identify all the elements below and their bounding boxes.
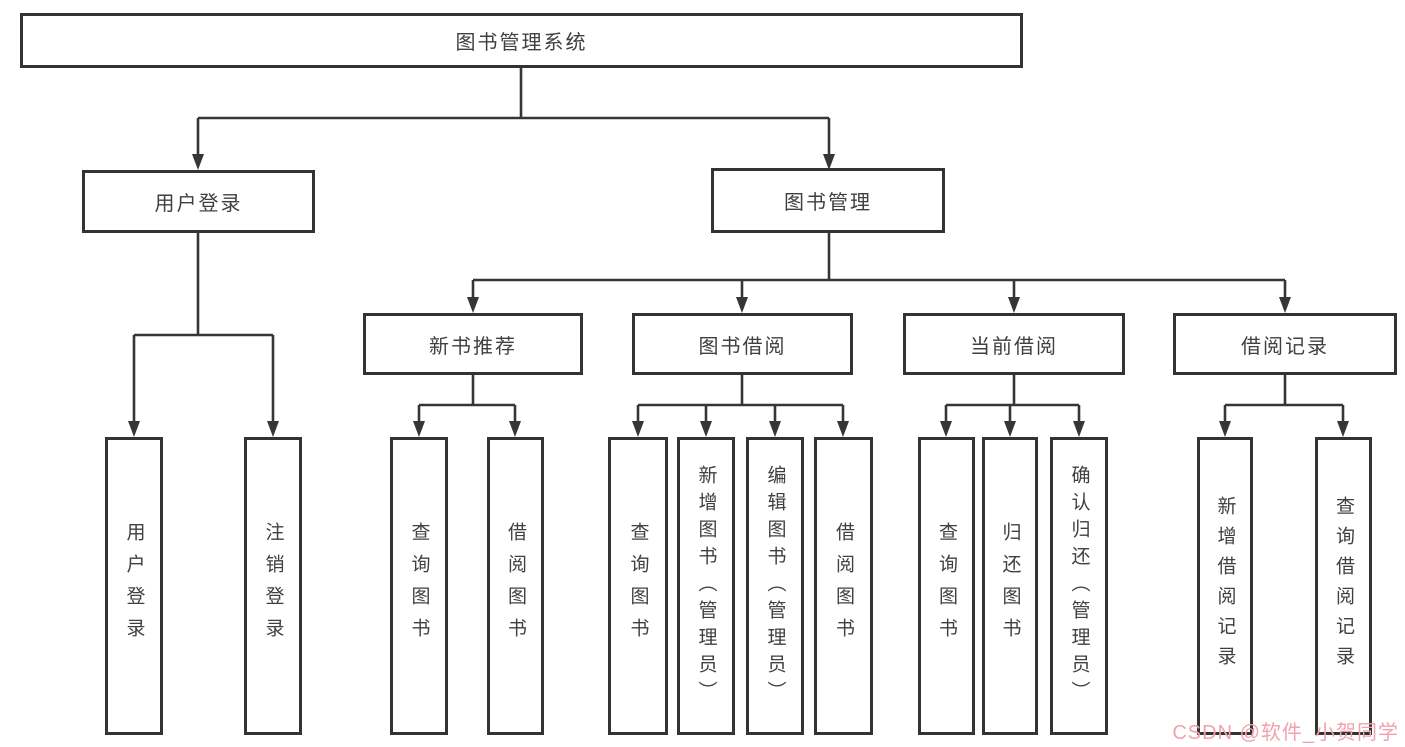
- node-label: 查询借阅记录: [1333, 496, 1354, 676]
- node-book-management-system: 图书管理系统: [20, 13, 1023, 68]
- leaf-user-login: 用户登录: [105, 437, 163, 735]
- node-book-management: 图书管理: [711, 168, 945, 233]
- node-label: 图书管理: [784, 192, 872, 214]
- leaf-confirm-return-admin: 确认归还（管理员）: [1050, 437, 1108, 735]
- leaf-query-borrow-record: 查询借阅记录: [1315, 437, 1372, 735]
- leaf-return-books: 归还图书: [982, 437, 1038, 735]
- node-user-login: 用户登录: [82, 170, 315, 233]
- node-label: 新增借阅记录: [1214, 496, 1236, 676]
- node-label: 图书管理系统: [455, 32, 588, 54]
- node-label: 注销登录: [262, 522, 284, 650]
- node-new-book-recommend: 新书推荐: [363, 313, 583, 375]
- leaf-query-books-borrow: 查询图书: [608, 437, 668, 735]
- csdn-watermark: CSDN @软件_小贺同学: [1172, 722, 1399, 744]
- node-label: 图书借阅: [698, 335, 787, 358]
- leaf-query-books-recommend: 查询图书: [390, 437, 448, 735]
- node-label: 归还图书: [999, 522, 1021, 650]
- node-book-borrow: 图书借阅: [632, 313, 853, 375]
- node-borrow-records: 借阅记录: [1173, 313, 1397, 375]
- node-label: 借阅记录: [1241, 335, 1329, 358]
- node-label: 新增图书（管理员）: [695, 464, 717, 708]
- leaf-borrow-books-recommend: 借阅图书: [487, 437, 544, 735]
- node-label: 新书推荐: [429, 335, 517, 358]
- leaf-edit-books-admin: 编辑图书（管理员）: [746, 437, 804, 735]
- node-label: 查询图书: [408, 522, 430, 650]
- leaf-borrow-books: 借阅图书: [814, 437, 873, 735]
- node-label: 查询图书: [627, 522, 649, 650]
- leaf-query-books-current: 查询图书: [918, 437, 975, 735]
- leaf-logout: 注销登录: [244, 437, 302, 735]
- node-label: 当前借阅: [970, 335, 1058, 358]
- node-label: 借阅图书: [505, 522, 526, 650]
- node-current-borrow: 当前借阅: [903, 313, 1125, 375]
- leaf-add-books-admin: 新增图书（管理员）: [677, 437, 735, 735]
- node-label: 借阅图书: [833, 522, 854, 650]
- node-label: 用户登录: [123, 522, 145, 650]
- node-label: 查询图书: [936, 522, 957, 650]
- node-label: 用户登录: [154, 193, 243, 215]
- node-label: 编辑图书（管理员）: [764, 464, 786, 708]
- leaf-add-borrow-record: 新增借阅记录: [1197, 437, 1253, 735]
- node-label: 确认归还（管理员）: [1068, 464, 1090, 708]
